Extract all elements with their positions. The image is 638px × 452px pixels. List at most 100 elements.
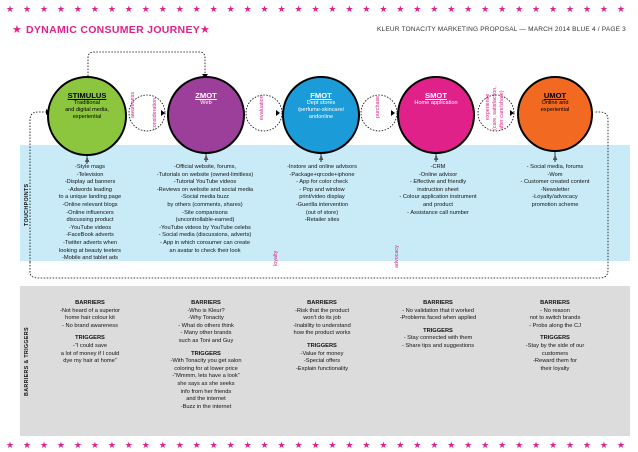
trigger-item: -Explain functionality bbox=[295, 365, 349, 372]
touchpoint-item: -Television bbox=[76, 171, 104, 178]
barrier-item: home hair colour kit bbox=[65, 315, 115, 322]
arrowhead bbox=[276, 110, 280, 116]
touchpoint-item: - App for color check bbox=[296, 179, 348, 186]
touchpoint-item: - Social media (discussions, adverts) bbox=[158, 232, 252, 239]
stage-name: FMOT bbox=[310, 91, 332, 100]
touchpoint-item: - App in which consumer can create bbox=[159, 239, 251, 246]
trigger-item: -Reward them for bbox=[533, 358, 577, 365]
phase-experience-sub2: after care/share) bbox=[499, 90, 505, 130]
trigger-item: -“Mmmm, lets have a look” bbox=[172, 373, 240, 380]
touchpoint-item: -Online advisor bbox=[418, 171, 458, 178]
person-icon: ♟ bbox=[203, 155, 210, 162]
touchpoint-item: - Pop and window bbox=[299, 186, 345, 193]
touchpoint-item: - Effective and friendly bbox=[409, 179, 467, 186]
touchpoints-zmot: -Official website, forums,-Tutorials on … bbox=[143, 164, 267, 255]
barrier-item: - Probs along the CJ bbox=[529, 322, 581, 329]
touchpoint-item: print/video display bbox=[299, 194, 345, 201]
phase-awareness: awareness bbox=[130, 91, 136, 118]
arrowhead bbox=[161, 110, 165, 116]
barrier-item: -Problems faced when applied bbox=[399, 315, 477, 322]
stage-name: STIMULUS bbox=[67, 91, 107, 100]
touchpoints-band bbox=[20, 145, 630, 261]
touchpoint-item: (out of store) bbox=[305, 209, 339, 216]
touchpoint-item: - Customer created content bbox=[520, 179, 590, 186]
stage-zmot: ZMOT Web bbox=[167, 76, 245, 154]
trigger-item: - Share tips and suggestions bbox=[401, 342, 475, 349]
trigger-item: -Special offers bbox=[303, 358, 341, 365]
touchpoint-item: -Twitter adverts when bbox=[62, 239, 118, 246]
touchpoint-item: -Online relevant blogs bbox=[62, 201, 118, 208]
barrier-item: -Risk that the product bbox=[294, 307, 350, 314]
title-star-icon: ★ bbox=[200, 24, 210, 36]
barrier-item: - What do others think bbox=[178, 322, 234, 329]
touchpoint-item: -Mobile and tablet ads bbox=[62, 255, 118, 262]
touchpoint-item: looking at beauty teeters bbox=[59, 247, 121, 254]
touchpoint-item: -FaceBook adverts bbox=[66, 232, 114, 239]
barrier-item: - No validation that it worked bbox=[402, 307, 474, 314]
barriers-heading: BARRIERS bbox=[307, 300, 337, 306]
touchpoint-item: -Tutorial YouTube videos bbox=[173, 179, 237, 186]
barriers-heading: BARRIERS bbox=[75, 300, 105, 306]
barriers-heading: BARRIERS bbox=[191, 300, 221, 306]
touchpoint-item: -YouTube videos bbox=[68, 224, 112, 231]
touchpoint-item: - Colour application instrument bbox=[399, 194, 477, 201]
trigger-item: a lot of money if I could bbox=[60, 350, 120, 357]
title-star-icon: ★ bbox=[12, 24, 22, 36]
touchpoint-item: an avatar to check their look bbox=[169, 247, 241, 254]
triggers-heading: TRIGGERS bbox=[540, 335, 570, 342]
touchpoint-item: -Adwords leading bbox=[68, 186, 112, 193]
trigger-item: -With Tonacity you get salon bbox=[170, 358, 242, 365]
person-icon: ♟ bbox=[318, 155, 325, 162]
barrier-item: -Why Tonacity bbox=[188, 315, 224, 322]
barrier-item: -Who is Kleur? bbox=[187, 307, 225, 314]
arrowhead bbox=[510, 110, 514, 116]
barriers-band bbox=[20, 286, 630, 436]
touchpoints-umot: - Social media, forums-Wom- Customer cre… bbox=[505, 164, 605, 210]
trigger-item: their loyalty bbox=[540, 365, 570, 372]
phase-evaluation: evaluation bbox=[259, 95, 265, 120]
phase-experience-sub: (care, satisfaction, bbox=[492, 86, 498, 130]
touchpoint-item: -YouTube videos by YouTube celebs bbox=[159, 224, 251, 231]
person-icon: ♟ bbox=[433, 155, 440, 162]
touchpoint-item: -Reviews on website and social media bbox=[156, 186, 254, 193]
triggers-heading: TRIGGERS bbox=[423, 327, 453, 334]
phase-purchase: purchase bbox=[375, 95, 381, 118]
touchpoint-item: -Social media buzz bbox=[180, 194, 230, 201]
trigger-item: -Value for money bbox=[300, 350, 344, 357]
touchpoint-item: -Guerilla intervention bbox=[295, 201, 349, 208]
top-star-border: ★ ★ ★ ★ ★ ★ ★ ★ ★ ★ ★ ★ ★ ★ ★ ★ ★ ★ ★ ★ … bbox=[6, 4, 632, 14]
stage-name: ZMOT bbox=[195, 91, 217, 100]
touchpoint-item: promotion scheme bbox=[531, 201, 579, 208]
trigger-item: coloring for at lower price bbox=[174, 365, 238, 372]
barriers-heading: BARRIERS bbox=[540, 300, 570, 306]
stage-smot: SMOT Home application bbox=[397, 76, 475, 154]
touchpoint-item: - Social media, forums bbox=[526, 164, 584, 170]
barrier-item: won’t do its job bbox=[303, 315, 341, 322]
barriers-smot: BARRIERS- No validation that it worked-P… bbox=[386, 300, 490, 351]
stage-desc: Online and bbox=[541, 100, 569, 106]
barriers-zmot: BARRIERS-Who is Kleur?-Why Tonacity- Wha… bbox=[150, 300, 262, 411]
touchpoint-item: by others (comments, shares) bbox=[167, 201, 243, 208]
trigger-item: - Stay connected with them bbox=[403, 335, 473, 342]
touchpoint-item: discussing product bbox=[66, 217, 114, 224]
touchpoint-item: -CRM bbox=[430, 164, 446, 170]
triggers-heading: TRIGGERS bbox=[307, 342, 337, 349]
touchpoints-fmot: -Instore and online advisors-Package+qrc… bbox=[270, 164, 374, 225]
triggers-heading: TRIGGERS bbox=[191, 350, 221, 357]
stage-desc: Web bbox=[200, 100, 212, 106]
barrier-item: not to switch brands bbox=[529, 315, 581, 322]
stage-desc: Traditional bbox=[74, 100, 100, 106]
trigger-item: she says as she seeks bbox=[177, 380, 235, 387]
stage-stimulus: STIMULUS Traditional and digital media, … bbox=[47, 76, 127, 156]
phase-experience: experience bbox=[485, 93, 491, 120]
touchpoint-item: and product bbox=[422, 201, 454, 208]
touchpoint-item: -Tutorials on website (owned-limitless) bbox=[156, 171, 254, 178]
touchpoint-item: -Wom bbox=[547, 171, 563, 178]
barrier-item: -Inability to understand bbox=[293, 322, 351, 329]
stage-umot: UMOT Online and experiential bbox=[517, 76, 593, 152]
person-icon: ♟ bbox=[552, 155, 559, 162]
trigger-item: -“I could save bbox=[72, 342, 108, 349]
touchpoints-stimulus: -Style mags-Television-Display ad banner… bbox=[40, 164, 140, 263]
